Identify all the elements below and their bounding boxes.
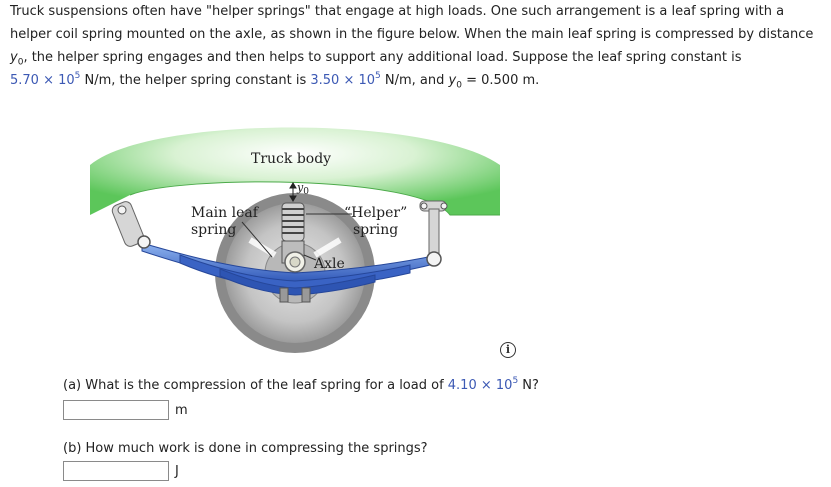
intro-line-4: 5.70 × 105 N/m, the helper spring consta…: [10, 70, 540, 91]
y0-subscript: 0: [17, 57, 24, 68]
intro-line-1: Truck suspensions often have "helper spr…: [10, 4, 785, 19]
part-a-answer-row: m: [63, 400, 188, 420]
helper-spring-constant: 3.50 × 105: [310, 70, 381, 88]
y0-figure-label: y0: [297, 181, 309, 198]
y0-subscript-2: 0: [456, 80, 462, 91]
intro-line-2: helper coil spring mounted on the axle, …: [10, 27, 814, 42]
part-b-answer-row: J: [63, 461, 179, 481]
intro-line-3: y0, the helper spring engages and then h…: [10, 50, 742, 68]
leaf-spring-constant: 5.70 × 105: [10, 70, 81, 88]
axle-label: Axle: [314, 256, 345, 272]
intro-line-3-text: , the helper spring engages and then hel…: [23, 50, 742, 65]
y0-var-2: y: [448, 73, 457, 88]
y0-value: = 0.500 m.: [461, 73, 540, 88]
leaf-constant-unit: N/m, the helper spring constant is: [80, 73, 311, 88]
problem-statement: Truck suspensions often have "helper spr…: [10, 0, 825, 92]
truck-body-label: Truck body: [251, 151, 332, 167]
left-shackle: [111, 201, 151, 249]
helper-spring-label: “Helper”spring: [344, 205, 408, 238]
y0-var: y: [10, 50, 18, 65]
part-b-question: (b) How much work is done in compressing…: [63, 441, 428, 456]
info-icon[interactable]: i: [500, 342, 516, 358]
truck-body-shape: [90, 127, 500, 215]
part-b-unit: J: [175, 463, 179, 479]
helper-constant-unit: N/m, and: [380, 73, 449, 88]
helper-coil-spring: [281, 202, 305, 242]
part-a-answer-input[interactable]: [63, 400, 169, 420]
axle-hub: [281, 240, 306, 273]
leader-lines: [241, 213, 352, 261]
suspension-diagram: [90, 127, 500, 353]
load-value: 4.10 × 105: [447, 375, 519, 393]
right-shackle: [419, 200, 448, 267]
part-a-unit: m: [175, 402, 188, 418]
part-b-answer-input[interactable]: [63, 461, 169, 481]
y0-arrow: [289, 182, 297, 202]
part-a-question: (a) What is the compression of the leaf …: [63, 375, 539, 393]
